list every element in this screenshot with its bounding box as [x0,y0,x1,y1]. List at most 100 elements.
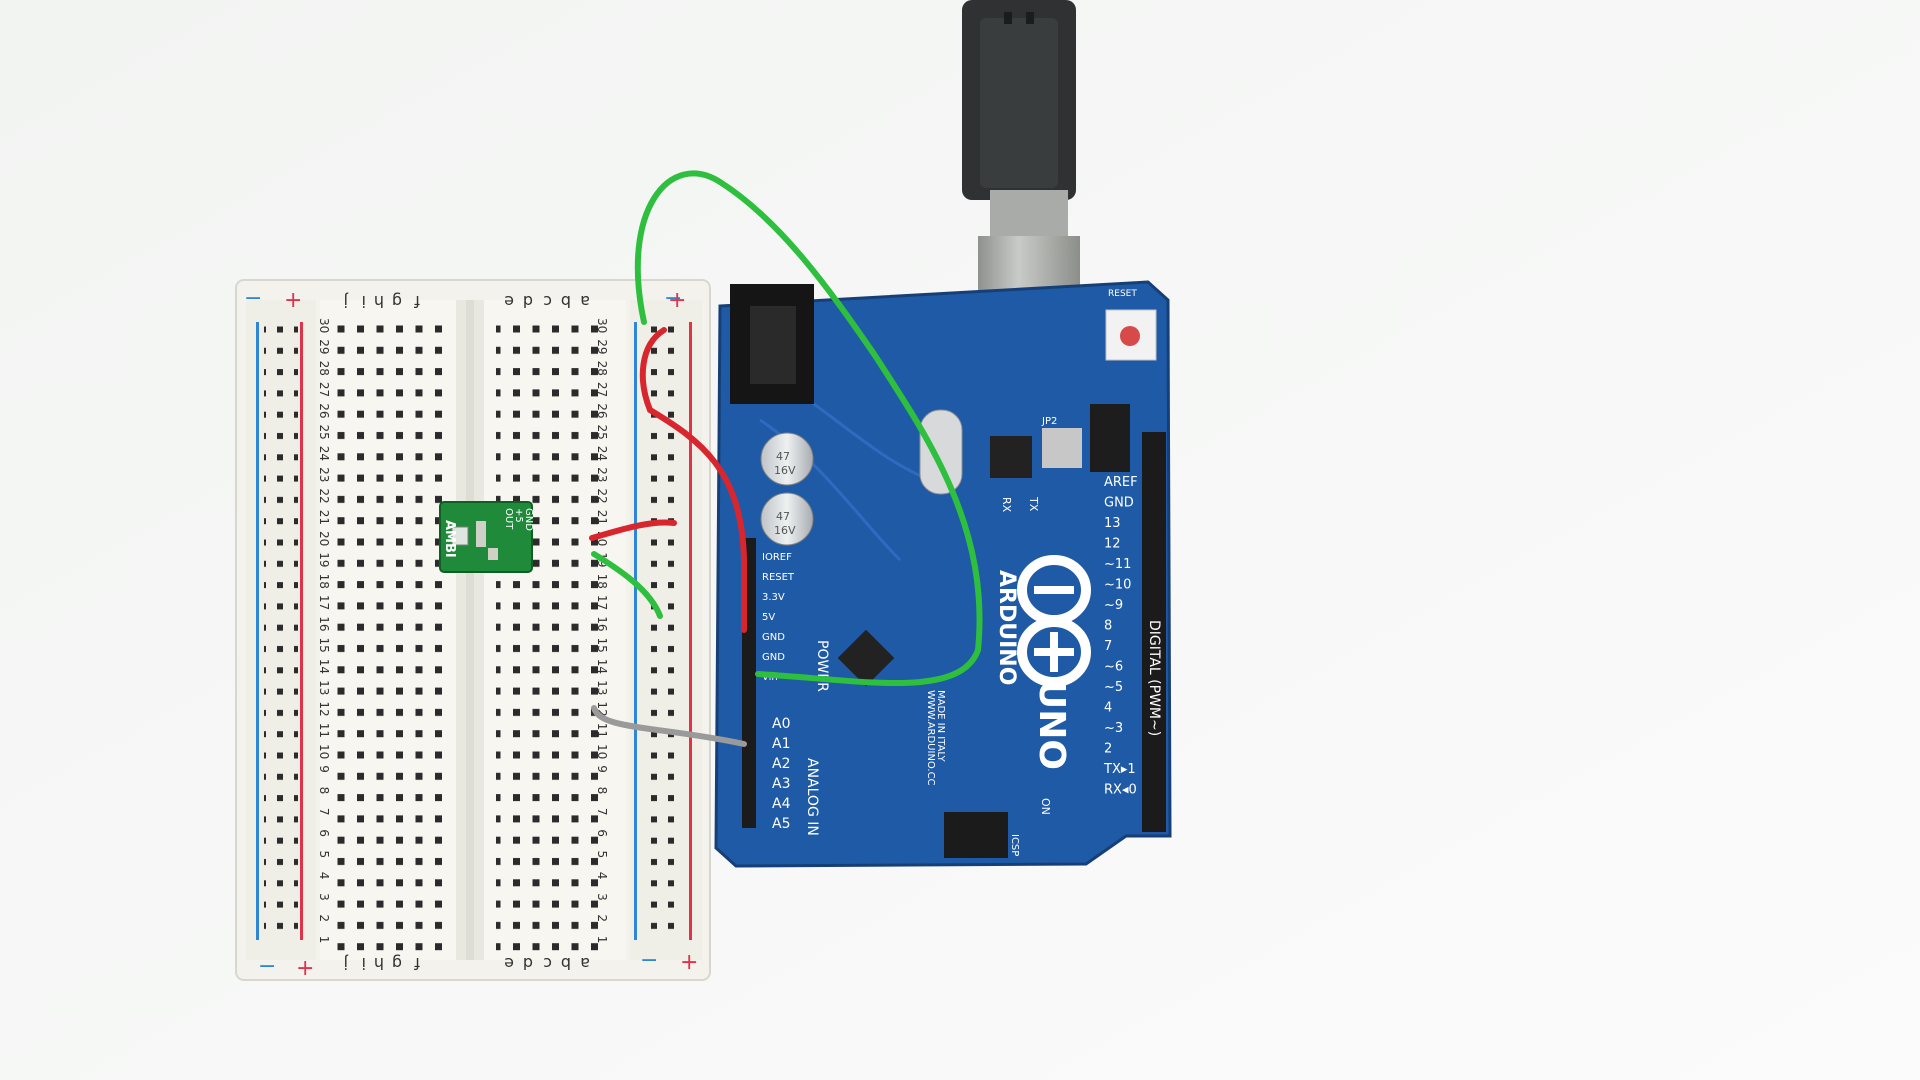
row-number: 16 [317,616,331,631]
green-wire-sensor [591,551,663,619]
rail-plus-top-left: + [284,288,302,313]
column-letter: j [344,954,349,973]
row-number: 27 [317,382,331,397]
digital-pin-label: AREF [1104,475,1138,490]
row-number: 13 [317,680,331,695]
row-number: 29 [595,339,609,354]
icsp-label: ICSP [1009,834,1020,856]
arduino-brand: ARDUINO [994,570,1019,685]
rail-line-red [300,322,303,940]
analog-section-label: ANALOG IN [804,758,820,836]
row-number: 9 [595,765,609,773]
row-number: 5 [317,851,331,859]
rail-minus-top-right: − [664,286,682,311]
row-number: 21 [595,510,609,525]
row-number: 20 [317,531,331,546]
digital-pin-label: ~10 [1104,578,1131,593]
digital-pin-label: 7 [1104,639,1112,654]
column-letter: j [344,292,349,311]
row-number: 6 [317,829,331,837]
crystal [919,409,963,495]
row-number: 5 [595,851,609,859]
column-letter: b [561,954,571,973]
row-number: 23 [317,467,331,482]
row-number: 1 [595,936,609,944]
capacitor-1-value: 47 [776,450,790,463]
row-number: 8 [595,787,609,795]
column-letter: h [374,292,384,311]
power-pin-label: 3.3V [762,592,785,603]
row-number: 16 [595,616,609,631]
row-number: 9 [317,765,331,773]
sensor-pin-gnd: GND [523,508,534,531]
capacitor-2-voltage: 16V [774,524,796,537]
row-number: 10 [595,744,609,759]
row-number: 1 [317,936,331,944]
green-wire-long [634,170,983,687]
digital-pin-label: RX◂0 [1104,783,1137,798]
power-pin-label: RESET [762,572,795,583]
digital-pin-label: 13 [1104,516,1121,531]
digital-pin-label: ~11 [1104,557,1131,572]
capacitor-1 [760,432,814,486]
capacitor-2 [760,492,814,546]
row-number: 30 [595,318,609,333]
gray-wire-a0 [591,705,747,747]
column-letter: a [580,292,590,311]
column-letter: f [414,292,420,311]
row-number: 7 [595,808,609,816]
row-number: 23 [595,467,609,482]
power-pin-label: IOREF [762,552,792,563]
row-number: 25 [317,425,331,440]
column-letter: d [523,292,533,311]
row-number: 18 [317,574,331,589]
analog-pin-label: A5 [772,816,790,832]
rail-minus-bottom-left: − [258,954,276,979]
analog-pin-label: A4 [772,796,791,812]
row-number: 10 [317,744,331,759]
arduino-logo [1017,555,1091,687]
digital-section-label: DIGITAL (PWM~) [1146,620,1162,736]
sensor-pin-out: OUT [503,508,514,530]
row-number: 21 [317,510,331,525]
row-number: 24 [595,446,609,461]
row-number: 27 [595,382,609,397]
column-letter: h [374,954,384,973]
wires [589,170,983,747]
red-wire-sensor [589,519,677,541]
on-label: ON [1039,798,1052,815]
row-number: 15 [595,638,609,653]
jp2-label: JP2 [1041,416,1057,427]
row-number: 3 [317,893,331,901]
row-number: 15 [317,638,331,653]
usb-chip [990,436,1032,478]
row-number: 28 [595,361,609,376]
row-number: 26 [317,403,331,418]
row-number: 11 [317,723,331,738]
column-letter: g [392,954,402,973]
capacitor-1-voltage: 16V [774,464,796,477]
rail-plus-top-right: + [668,288,686,313]
breadboard [235,279,711,981]
capacitor-2-value: 47 [776,510,790,523]
row-number: 18 [595,574,609,589]
tx-label: TX [1027,496,1040,512]
power-section-label: POWER [814,640,830,692]
row-number: 24 [317,446,331,461]
rx-label: RX [1000,497,1013,513]
row-number: 14 [317,659,331,674]
arduino-model: UNO [1031,680,1072,770]
rail-minus-bottom-right: − [640,948,658,973]
column-letter: a [580,954,590,973]
digital-pin-label: ~6 [1104,660,1123,675]
column-letter: f [414,954,420,973]
reset-label: RESET [1108,289,1137,299]
digital-pin-label: 8 [1104,619,1112,634]
website-text: WWW.ARDUINO.CC [925,690,936,786]
row-number: 13 [595,680,609,695]
column-letter: b [561,292,571,311]
